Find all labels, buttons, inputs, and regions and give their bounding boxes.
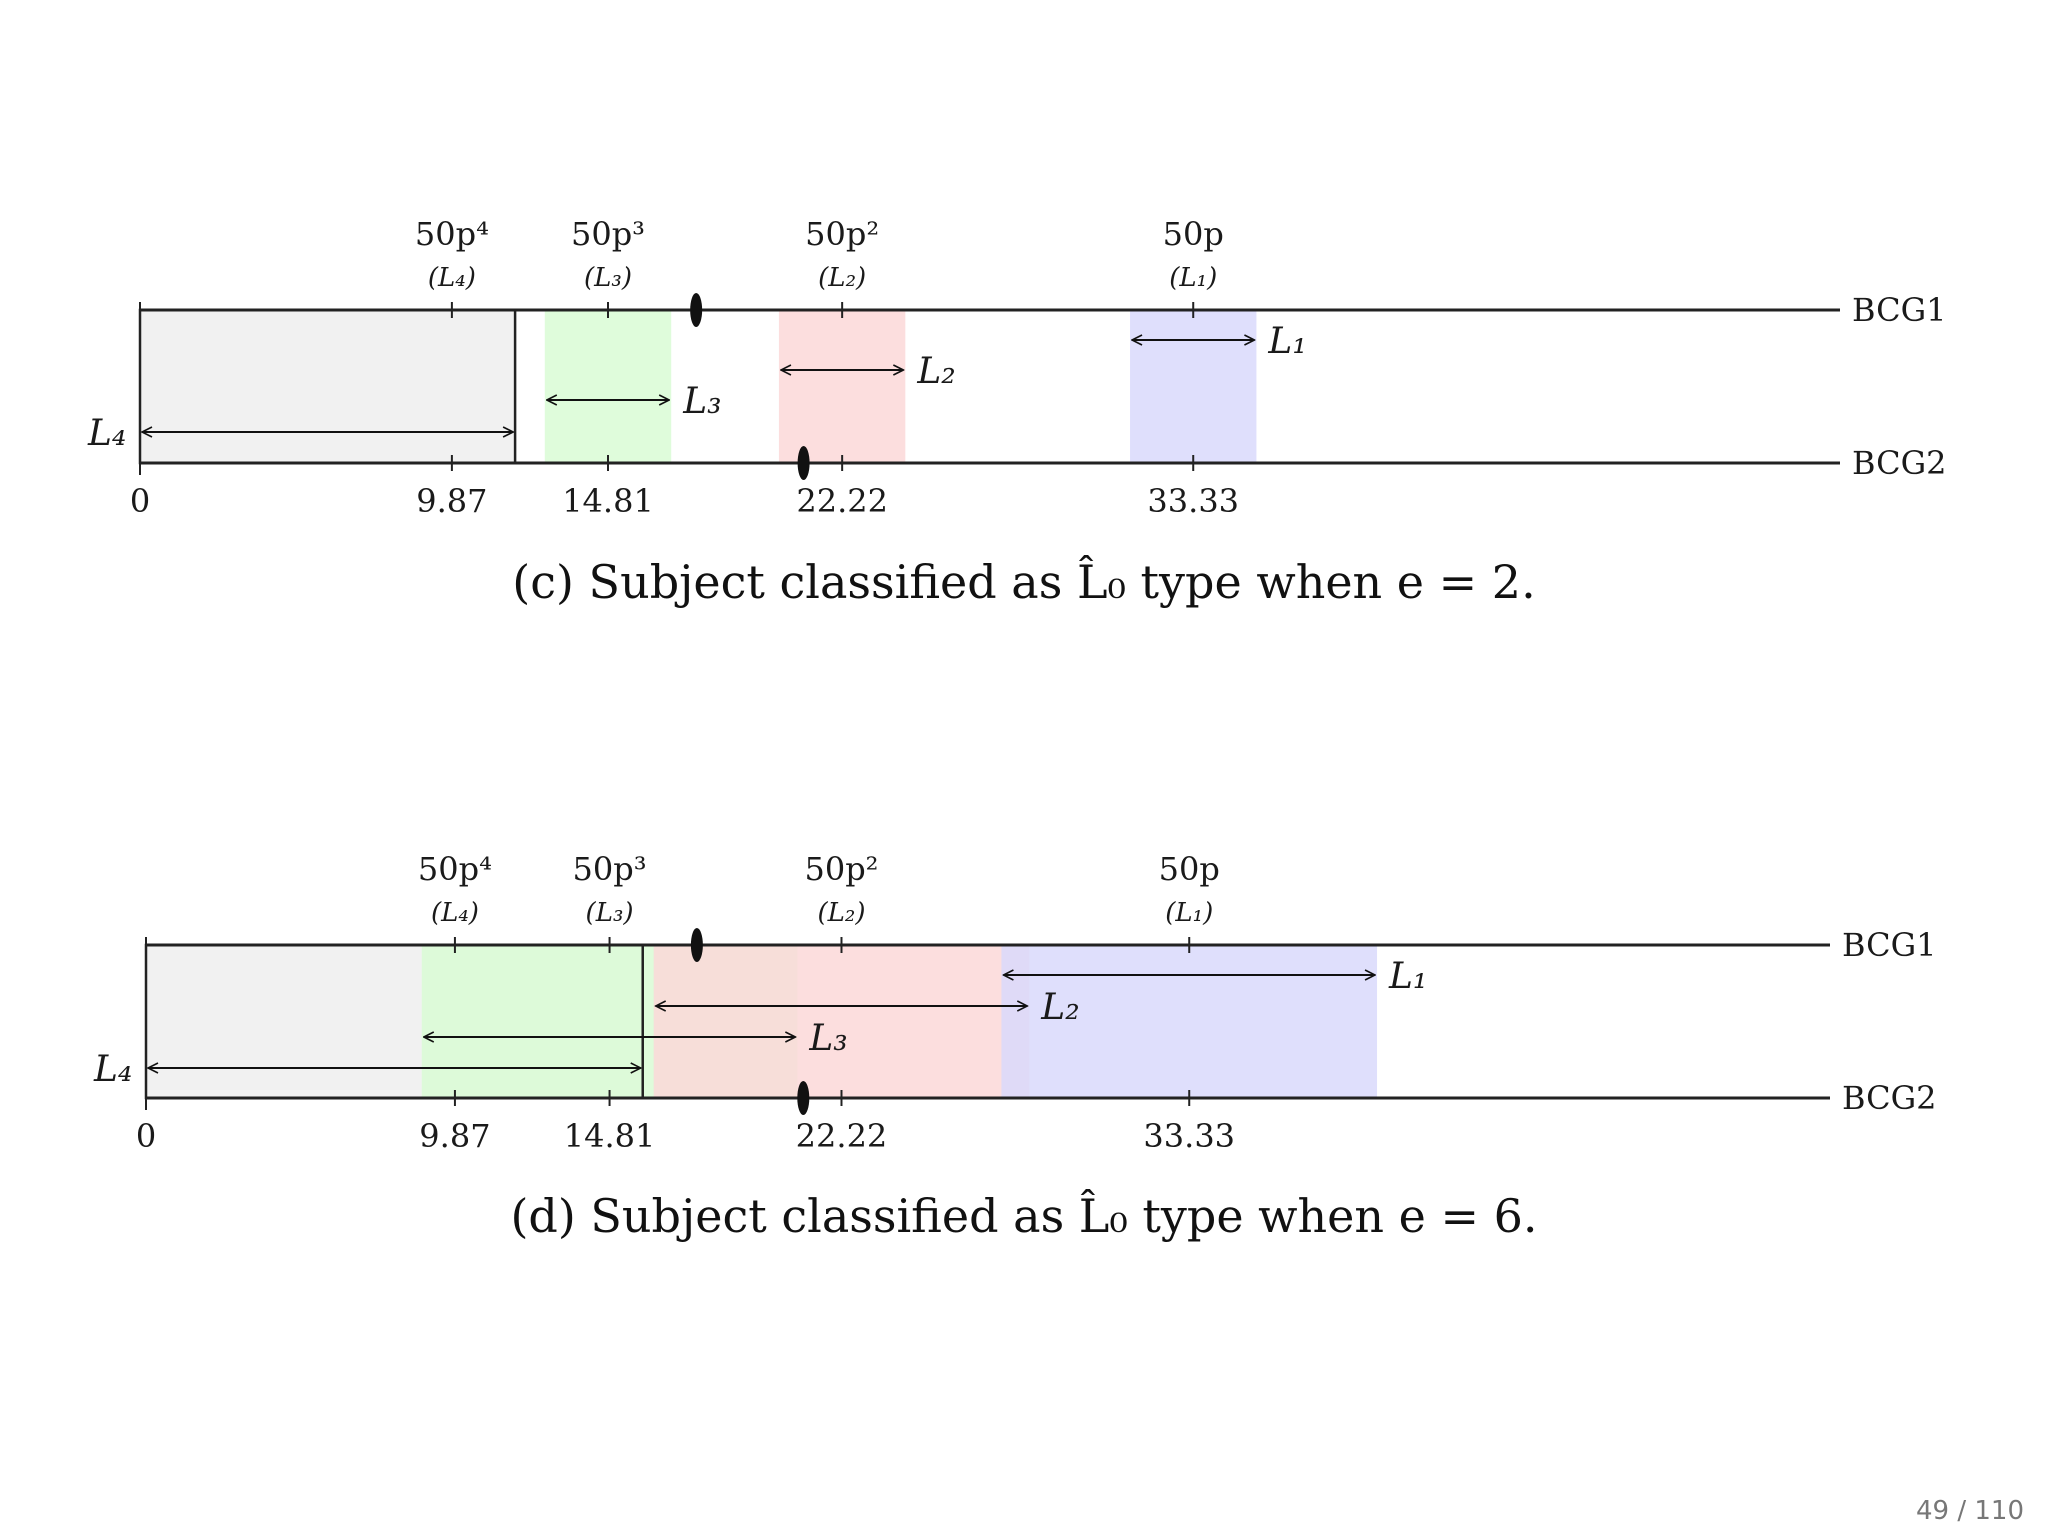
interval-region-2 — [778, 310, 906, 463]
top-tick-label-1: 50p³ — [571, 215, 645, 253]
interval-label-1: L₃ — [808, 1018, 847, 1059]
top-tick-sublabel-1: (L₃) — [584, 263, 632, 293]
top-tick-label-3: 50p — [1159, 850, 1220, 888]
bottom-tick-label-0: 0 — [136, 1117, 156, 1155]
belief-marker-1 — [797, 446, 810, 480]
belief-marker-1 — [797, 1081, 810, 1115]
interval-region-1 — [544, 310, 672, 463]
bottom-tick-label-4: 33.33 — [1147, 482, 1239, 520]
top-tick-sublabel-1: (L₃) — [586, 898, 634, 928]
interval-region-2 — [653, 945, 1030, 1098]
bottom-tick-label-0: 0 — [130, 482, 150, 520]
top-tick-label-0: 50p⁴ — [415, 215, 489, 253]
figure-caption: (d) Subject classified as L̂₀ type when … — [510, 1189, 1537, 1243]
top-tick-label-1: 50p³ — [573, 850, 647, 888]
interval-region-3 — [1130, 310, 1257, 463]
bcg-label-1: BCG1 — [1842, 926, 1937, 964]
top-tick-sublabel-0: (L₄) — [431, 898, 479, 928]
bcg-label-2: BCG2 — [1852, 444, 1947, 482]
top-tick-sublabel-3: (L₁) — [1169, 263, 1217, 293]
bottom-tick-label-2: 14.81 — [564, 1117, 656, 1155]
bcg-label-2: BCG2 — [1842, 1079, 1937, 1117]
top-tick-sublabel-3: (L₁) — [1165, 898, 1213, 928]
bottom-tick-label-3: 22.22 — [796, 482, 888, 520]
bottom-tick-label-1: 9.87 — [416, 482, 487, 520]
top-tick-sublabel-2: (L₂) — [818, 263, 866, 293]
interval-label-2: L₂ — [1040, 987, 1079, 1028]
bottom-tick-label-1: 9.87 — [419, 1117, 490, 1155]
interval-label-3: L₁ — [1388, 956, 1427, 997]
interval-label-3: L₁ — [1267, 321, 1306, 362]
bcg-label-1: BCG1 — [1852, 291, 1947, 329]
interval-label-0: L₄ — [93, 1049, 132, 1090]
top-tick-label-2: 50p² — [805, 215, 879, 253]
page-indicator: 49 / 110 — [1916, 1496, 2024, 1526]
bottom-tick-label-3: 22.22 — [796, 1117, 888, 1155]
figure-caption: (c) Subject classified as L̂₀ type when … — [512, 555, 1535, 609]
top-tick-sublabel-2: (L₂) — [817, 898, 865, 928]
interval-label-2: L₂ — [916, 351, 955, 392]
interval-label-0: L₄ — [87, 413, 126, 454]
bottom-tick-label-2: 14.81 — [562, 482, 654, 520]
top-tick-label-0: 50p⁴ — [418, 850, 492, 888]
interval-label-1: L₃ — [682, 381, 721, 422]
bottom-tick-label-4: 33.33 — [1143, 1117, 1235, 1155]
top-tick-label-3: 50p — [1163, 215, 1224, 253]
belief-marker-0 — [690, 293, 703, 327]
top-tick-label-2: 50p² — [804, 850, 878, 888]
top-tick-sublabel-0: (L₄) — [428, 263, 476, 293]
belief-marker-0 — [690, 928, 703, 962]
interval-region-0 — [140, 310, 516, 463]
